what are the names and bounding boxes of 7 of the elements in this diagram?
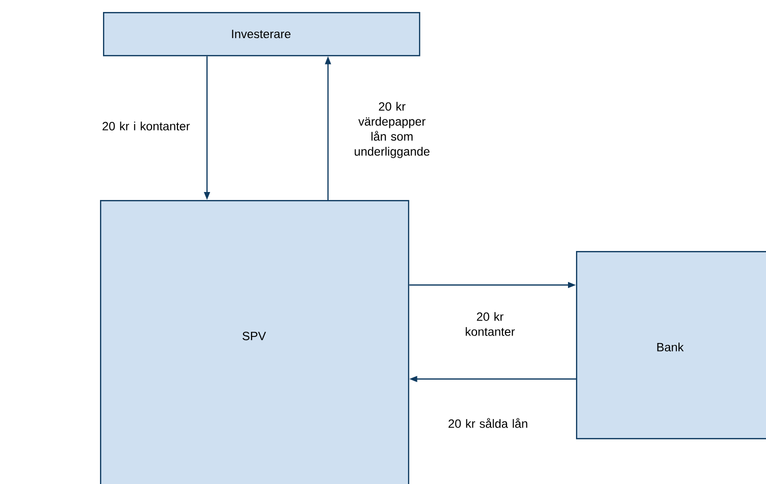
edge-label: 20 kr i kontanter [102,122,190,130]
edge-label: 20 kr värdepapper lån som underliggande [354,102,430,158]
box: SPV [100,200,410,484]
box: Bank [576,251,766,440]
edge-label: 20 kr sålda lån [448,418,528,428]
edge-label: 20 kr kontanter [466,312,515,336]
box: Investerare [103,12,420,56]
